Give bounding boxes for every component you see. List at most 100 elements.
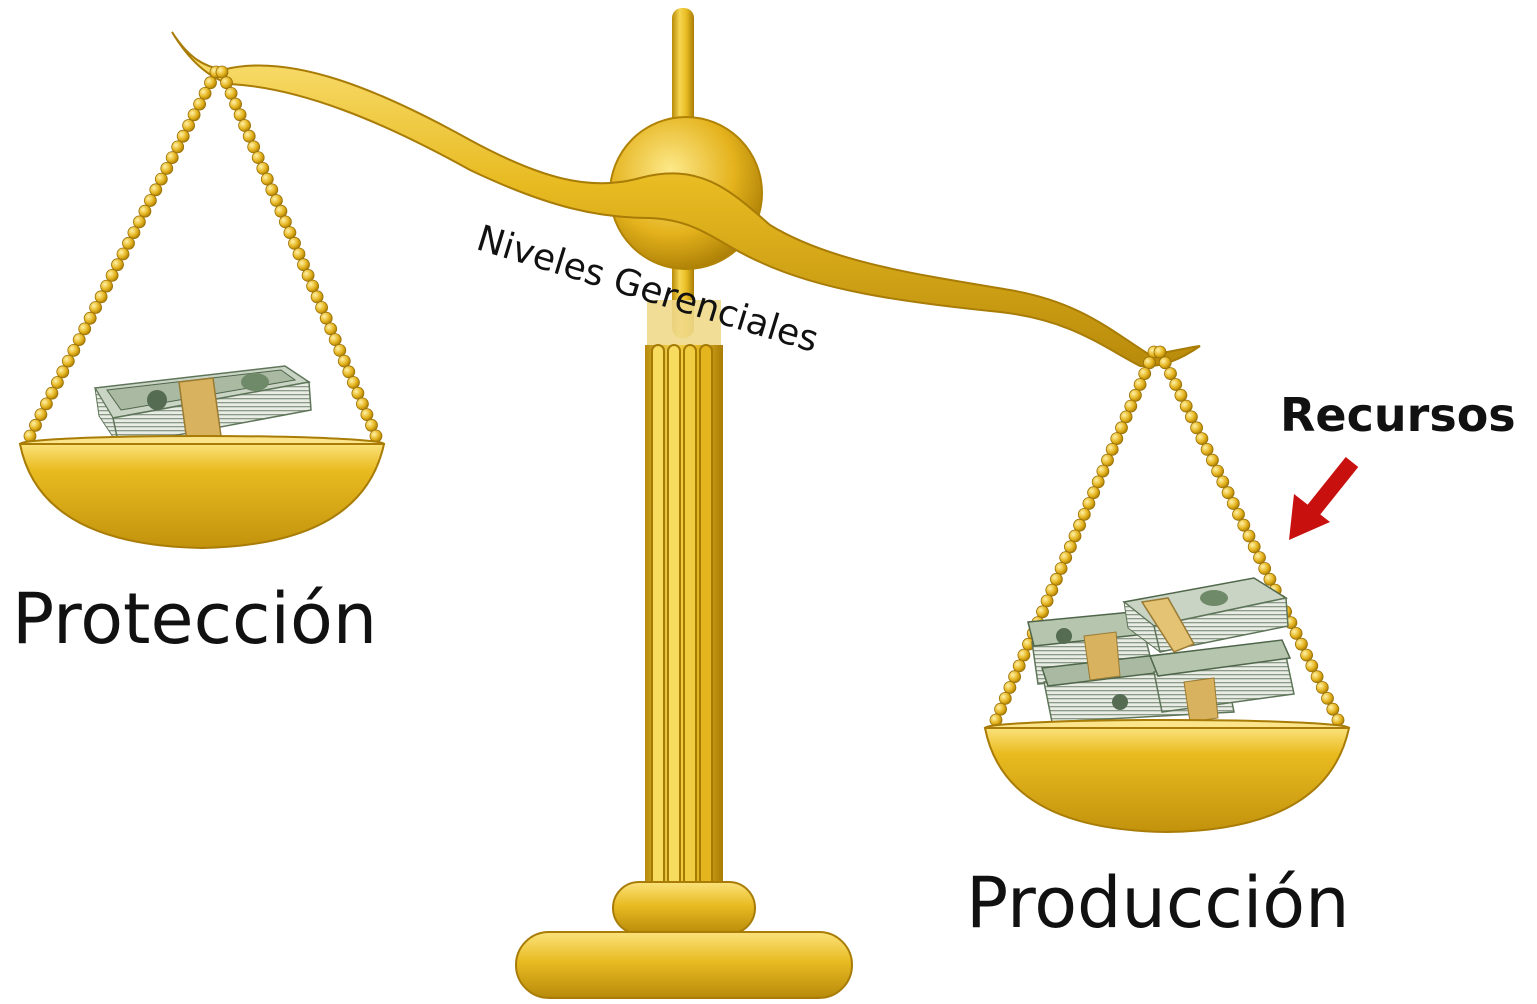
- chain-bead: [283, 226, 297, 240]
- chain-bead: [1326, 702, 1340, 716]
- money-stack-icon: [93, 365, 312, 447]
- chain-bead: [1143, 356, 1156, 370]
- chain-bead: [56, 365, 70, 379]
- chain-bead: [297, 258, 310, 272]
- chain-bead: [1195, 432, 1209, 446]
- chain-bead: [160, 161, 174, 175]
- chain-bead: [1164, 367, 1177, 381]
- chain-bead: [1003, 681, 1017, 694]
- chain-bead: [1289, 627, 1303, 640]
- chain-bead: [1073, 518, 1086, 532]
- chain-bead: [45, 386, 59, 400]
- chain-bead: [1101, 453, 1114, 467]
- chain-bead: [182, 119, 196, 132]
- chain-bead: [1040, 594, 1054, 608]
- chain-bead: [242, 129, 256, 143]
- chain-bead: [122, 236, 135, 250]
- chain-bead: [256, 161, 270, 175]
- chain-bead: [1077, 508, 1091, 521]
- chain-bead: [247, 140, 261, 154]
- chain-bead: [355, 397, 369, 411]
- chain-bead: [1206, 453, 1219, 467]
- chain-bead: [324, 322, 338, 336]
- left-pan: [18, 435, 386, 550]
- chain-bead: [1115, 421, 1128, 435]
- chain-bead: [1221, 486, 1235, 500]
- chain-bead: [1258, 562, 1272, 575]
- chain-bead: [274, 204, 288, 218]
- chain-bead: [337, 354, 351, 368]
- chain-bead: [1059, 551, 1073, 564]
- chain-bead: [154, 172, 168, 186]
- chain-bead: [238, 119, 252, 132]
- chain-bead: [1153, 345, 1167, 359]
- scale-base: [515, 881, 853, 999]
- chain-bead: [360, 408, 374, 422]
- chain-bead: [278, 215, 292, 229]
- scale-post: [645, 8, 723, 891]
- chain-bead: [1263, 572, 1277, 586]
- chain-bead: [998, 692, 1012, 705]
- chain-bead: [1091, 475, 1105, 489]
- chain-bead: [301, 268, 315, 282]
- chain-bead: [1300, 648, 1313, 662]
- chain-bead: [105, 268, 119, 282]
- chain-bead: [204, 76, 217, 90]
- chain-bead: [1082, 497, 1096, 510]
- chain-bead: [315, 301, 329, 314]
- chain-bead: [100, 279, 113, 293]
- chain-bead: [51, 376, 64, 389]
- chain-bead: [1305, 659, 1319, 673]
- chain-bead: [1138, 367, 1152, 381]
- chain-bead: [34, 408, 48, 422]
- chain-bead: [67, 343, 81, 357]
- chain-bead: [333, 343, 347, 357]
- chain-bead: [233, 108, 247, 122]
- chain-bead: [1190, 421, 1203, 435]
- chain-bead: [1054, 562, 1068, 575]
- chain-bead: [994, 702, 1007, 716]
- chain-bead: [1158, 356, 1172, 370]
- chain-bead: [1179, 399, 1193, 413]
- chain-bead: [229, 97, 243, 111]
- resources-label: Recursos: [1280, 388, 1516, 442]
- chain-bead: [1237, 518, 1251, 532]
- chain-bead: [369, 429, 383, 443]
- chain-bead: [187, 108, 201, 122]
- chain-bead: [138, 204, 152, 218]
- chain-bead: [1012, 659, 1026, 673]
- chain-bead: [1119, 410, 1133, 424]
- chain-bead: [111, 258, 124, 272]
- chain-bead: [1105, 442, 1119, 456]
- chain-bead: [1017, 648, 1031, 662]
- chain-bead: [269, 194, 283, 207]
- chain-bead: [1200, 442, 1214, 456]
- chain-bead: [251, 151, 265, 165]
- chain-bead: [1315, 681, 1329, 694]
- chain-bead: [1321, 692, 1334, 705]
- left-chains: [23, 65, 383, 443]
- chain-bead: [319, 311, 333, 325]
- chain-bead: [1096, 464, 1110, 478]
- chain-bead: [1295, 637, 1308, 651]
- chain-bead: [1242, 529, 1256, 543]
- chain-bead: [328, 333, 342, 347]
- chain-bead: [1247, 540, 1261, 554]
- chain-bead: [143, 194, 157, 207]
- chain-bead: [1310, 670, 1324, 684]
- money-pile-icon: [1027, 577, 1295, 723]
- chain-bead: [61, 354, 75, 368]
- chain-bead: [1008, 670, 1021, 684]
- chain-bead: [1129, 388, 1142, 402]
- chain-bead: [224, 87, 238, 100]
- chain-bead: [83, 311, 97, 325]
- chain-bead: [1174, 388, 1188, 402]
- chain-bead: [1087, 486, 1100, 500]
- chain-bead: [1045, 583, 1059, 597]
- chain-bead: [306, 279, 320, 293]
- chain-bead: [40, 397, 53, 411]
- chain-bead: [127, 226, 141, 240]
- chain-bead: [72, 333, 86, 347]
- chain-bead: [165, 151, 179, 165]
